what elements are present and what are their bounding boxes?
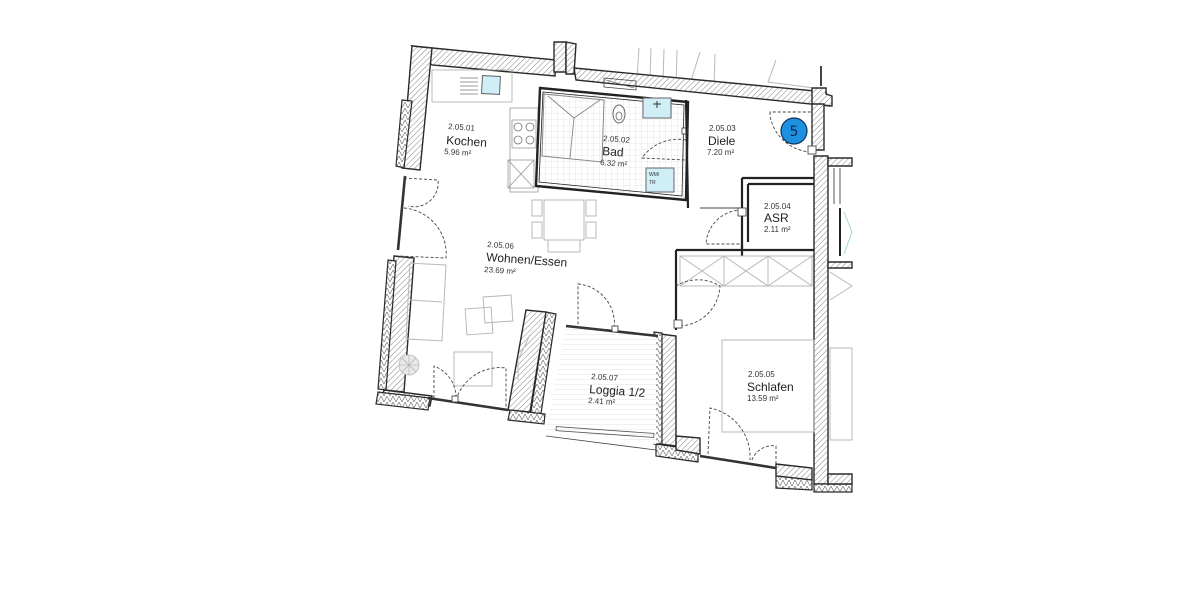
svg-text:2.05.04: 2.05.04 bbox=[764, 202, 791, 211]
window-door-lower[interactable] bbox=[397, 207, 447, 259]
svg-text:Schlafen: Schlafen bbox=[747, 380, 794, 394]
svg-text:2.05.02: 2.05.02 bbox=[603, 134, 631, 145]
svg-text:2.05.03: 2.05.03 bbox=[709, 124, 736, 133]
bathroom: WM/ TR bbox=[534, 77, 690, 202]
bedroom-window-door-left[interactable] bbox=[707, 407, 751, 461]
loggia bbox=[545, 283, 659, 451]
svg-text:Bad: Bad bbox=[602, 144, 624, 159]
unit-number-badge: 5 bbox=[780, 117, 808, 145]
svg-text:6.32 m²: 6.32 m² bbox=[600, 158, 628, 169]
balcony-door-left[interactable] bbox=[433, 365, 457, 401]
hallway-walls bbox=[674, 99, 814, 330]
balcony-door-right[interactable] bbox=[455, 367, 507, 410]
svg-text:7.20 m²: 7.20 m² bbox=[707, 148, 734, 157]
svg-text:Diele: Diele bbox=[708, 134, 736, 148]
svg-text:13.59 m²: 13.59 m² bbox=[747, 394, 779, 403]
adjacent-window bbox=[829, 168, 853, 441]
svg-text:Loggia 1/2: Loggia 1/2 bbox=[589, 382, 646, 400]
room-label-schlafen: 2.05.05 Schlafen 13.59 m² bbox=[747, 370, 794, 403]
room-label-asr: 2.05.04 ASR 2.11 m² bbox=[764, 202, 791, 234]
exterior-walls bbox=[375, 41, 853, 493]
kitchen-fixtures bbox=[431, 69, 539, 193]
loggia-door[interactable] bbox=[577, 283, 615, 331]
bedroom bbox=[673, 279, 815, 470]
door-hinge-icon bbox=[681, 127, 689, 135]
stair-hint-lines bbox=[636, 47, 822, 89]
bedroom-window-door-right[interactable] bbox=[751, 445, 777, 466]
room-label-bad: 2.05.02 Bad 6.32 m² bbox=[600, 134, 631, 169]
door-hinge-icon bbox=[807, 145, 817, 155]
room-label-wohnen-essen: 2.05.06 Wohnen/Essen 23.69 m² bbox=[484, 240, 568, 276]
room-label-loggia: 2.05.07 Loggia 1/2 2.41 m² bbox=[588, 372, 646, 407]
room-label-kochen: 2.05.01 Kochen 5.96 m² bbox=[444, 122, 488, 158]
room-label-diele: 2.05.03 Diele 7.20 m² bbox=[707, 124, 736, 157]
door-hinge-icon bbox=[737, 207, 747, 217]
svg-text:5: 5 bbox=[790, 124, 799, 140]
window-door-upper[interactable] bbox=[403, 177, 439, 208]
svg-text:Wohnen/Essen: Wohnen/Essen bbox=[486, 250, 568, 270]
svg-text:2.05.05: 2.05.05 bbox=[748, 370, 775, 379]
svg-text:2.05.01: 2.05.01 bbox=[448, 122, 476, 133]
living-furniture bbox=[398, 199, 597, 387]
svg-text:ASR: ASR bbox=[764, 211, 789, 225]
svg-text:2.41 m²: 2.41 m² bbox=[588, 396, 616, 407]
svg-text:Kochen: Kochen bbox=[446, 133, 488, 150]
entrance-door[interactable] bbox=[769, 111, 813, 153]
svg-text:2.05.07: 2.05.07 bbox=[591, 372, 619, 383]
washer-dryer-label-2: TR bbox=[649, 180, 656, 186]
svg-text:2.05.06: 2.05.06 bbox=[487, 240, 515, 251]
washer-dryer-label: WM/ bbox=[649, 172, 660, 178]
asr-door[interactable] bbox=[705, 209, 743, 245]
svg-text:5.96 m²: 5.96 m² bbox=[444, 147, 472, 158]
svg-text:2.11 m²: 2.11 m² bbox=[764, 225, 791, 234]
svg-text:23.69 m²: 23.69 m² bbox=[484, 265, 516, 276]
bathroom-door[interactable] bbox=[641, 138, 687, 161]
bedroom-door[interactable] bbox=[675, 279, 721, 327]
